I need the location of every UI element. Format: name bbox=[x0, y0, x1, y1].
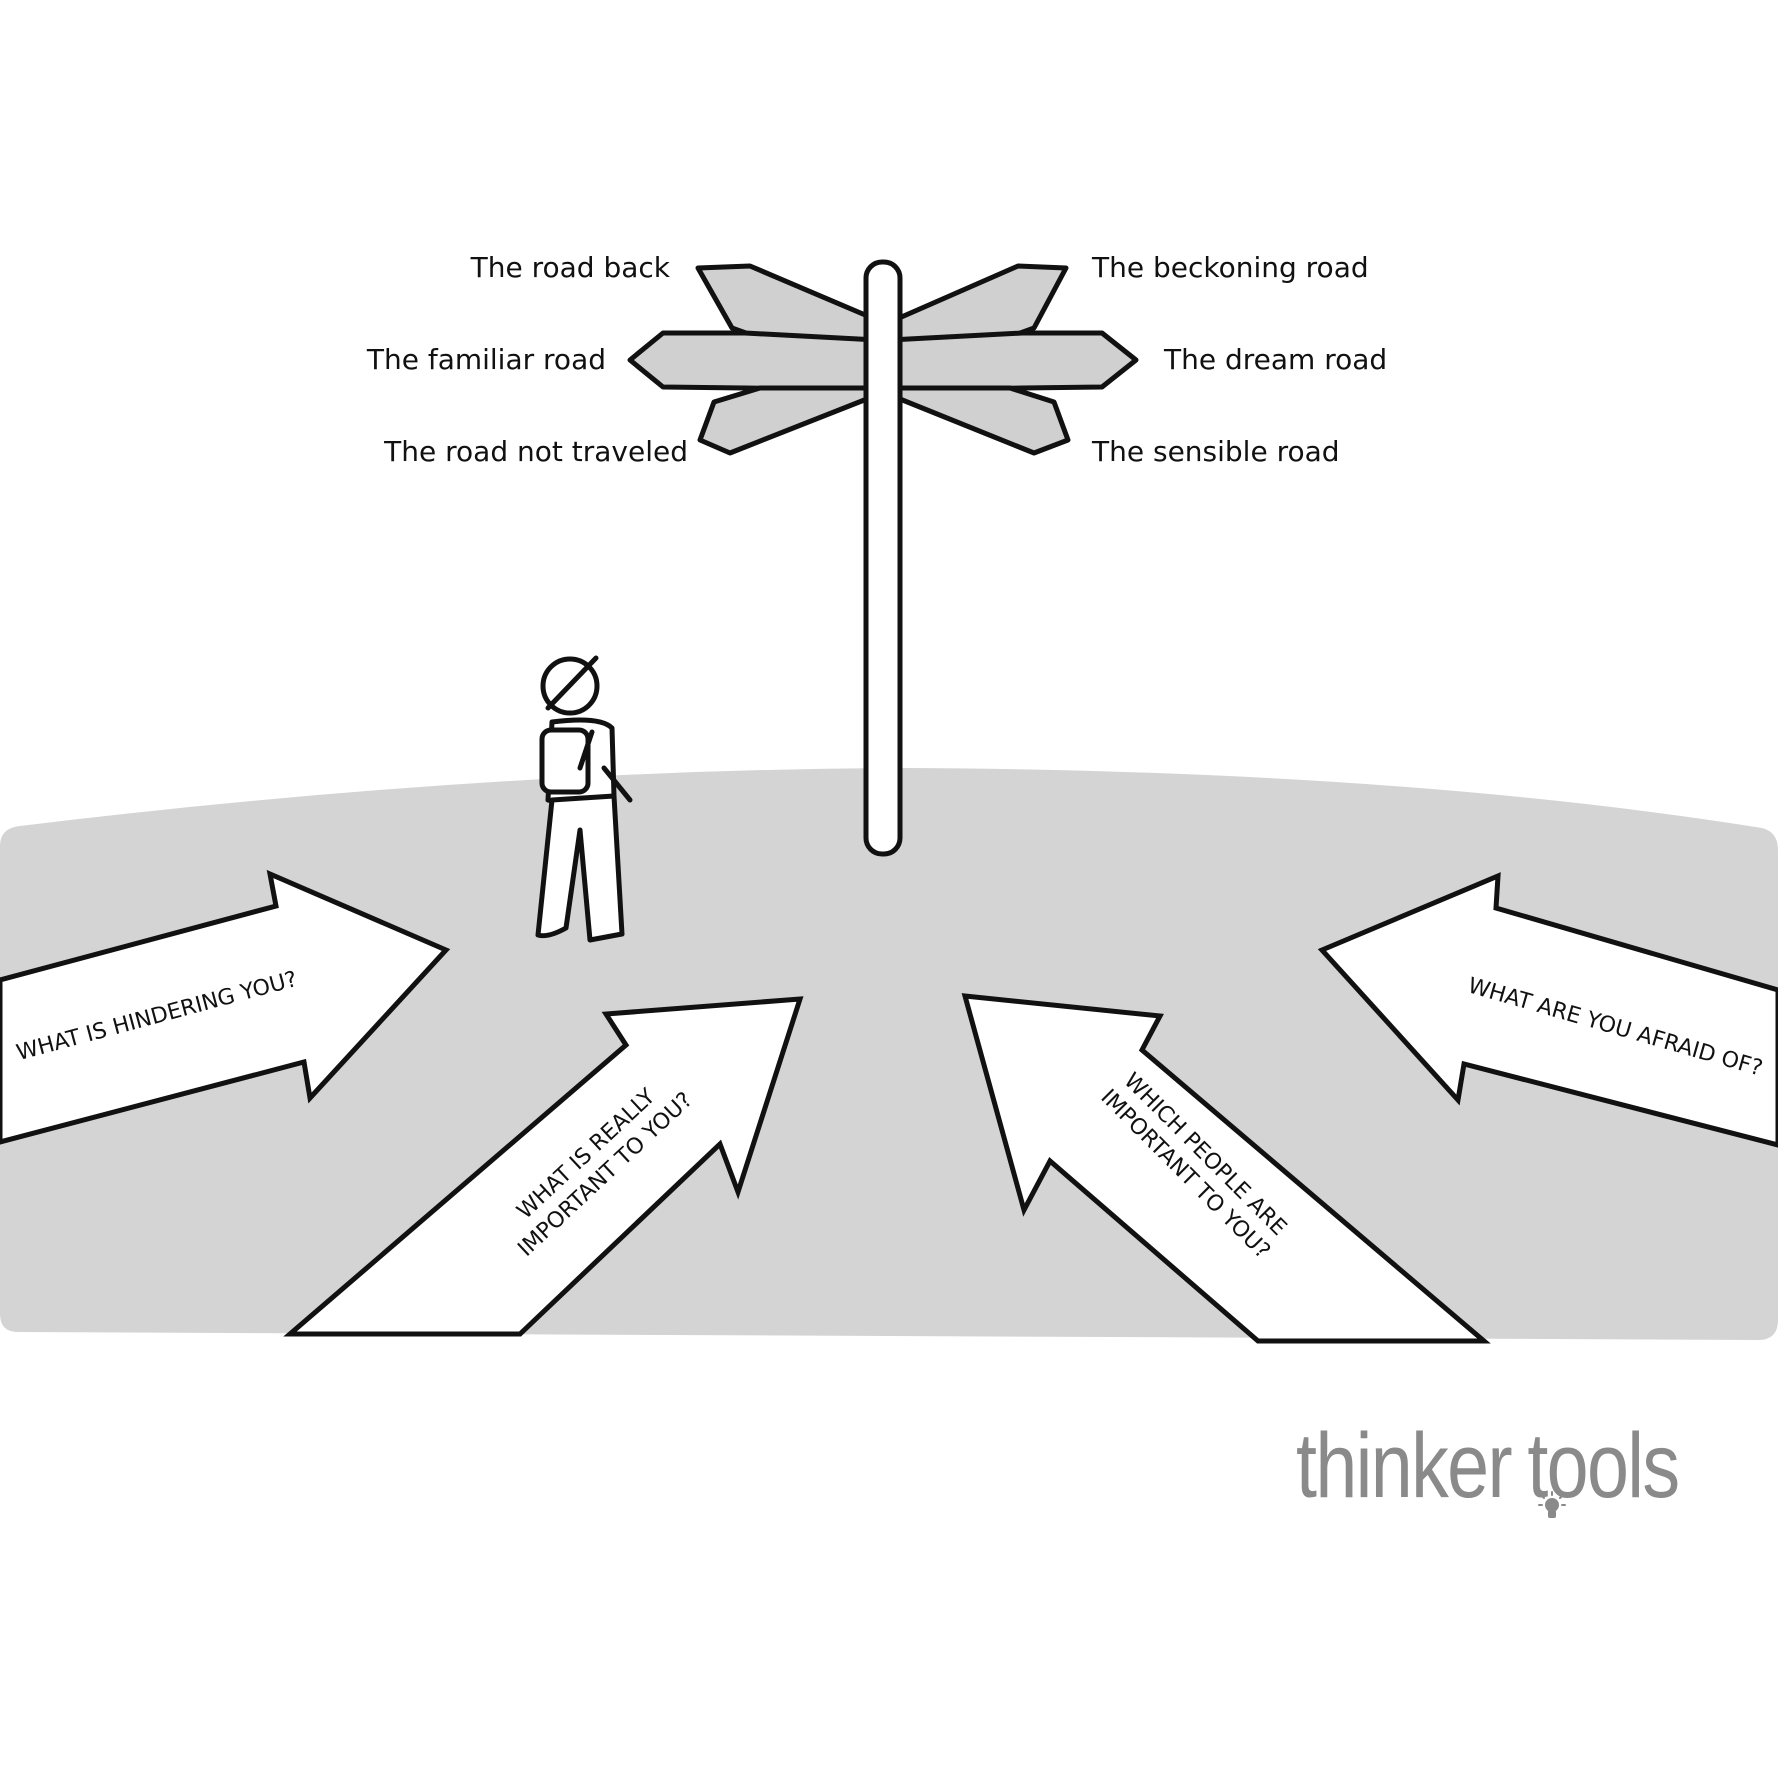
sign-label-beckoning-road: The beckoning road bbox=[1092, 251, 1369, 284]
sign-board-road-not-traveled bbox=[697, 385, 880, 456]
logo-word-tools: tools bbox=[1527, 1415, 1680, 1517]
arrow-people-important bbox=[961, 993, 1491, 1344]
sign-label-familiar-road: The familiar road bbox=[366, 343, 606, 376]
arrow-really-important bbox=[283, 996, 804, 1337]
sign-board-dream-road bbox=[887, 330, 1139, 393]
arrow-afraid bbox=[1317, 872, 1778, 1148]
signpost-pole bbox=[863, 259, 903, 857]
logo-word-thinker: thinker bbox=[1296, 1415, 1513, 1517]
hiker-figure-icon bbox=[535, 655, 633, 943]
signpost-icon bbox=[627, 259, 1139, 857]
sign-label-sensible-road: The sensible road bbox=[1092, 435, 1340, 468]
sign-board-sensible-road bbox=[887, 385, 1071, 456]
ground-plane bbox=[0, 768, 1778, 1340]
arrow-hindering bbox=[0, 869, 451, 1145]
sign-board-familiar-road bbox=[627, 330, 880, 393]
sign-label-road-back: The road back bbox=[470, 251, 670, 284]
sign-label-road-not-traveled: The road not traveled bbox=[384, 435, 688, 468]
lightbulb-icon bbox=[1538, 1491, 1566, 1518]
sign-label-dream-road: The dream road bbox=[1164, 343, 1388, 376]
